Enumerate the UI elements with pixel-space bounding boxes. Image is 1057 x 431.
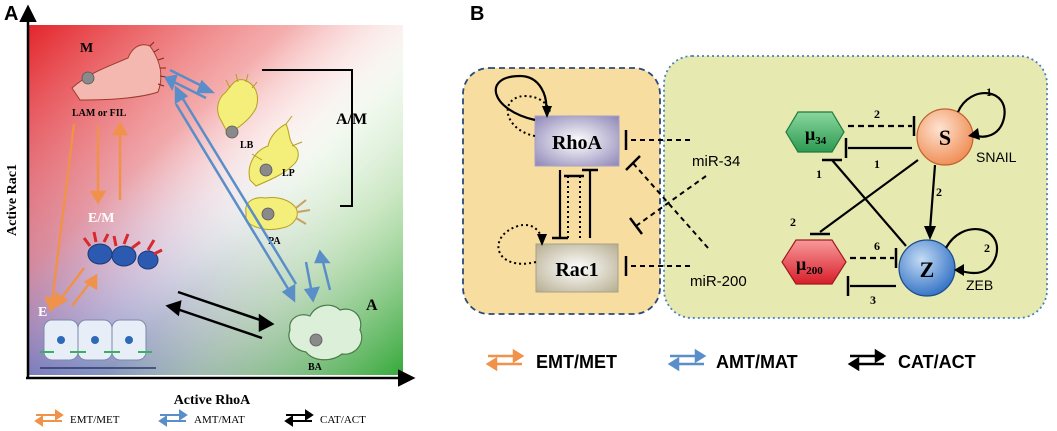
legend-a-cat-label: CAT/ACT [320, 414, 366, 426]
amoeboid-cell [288, 304, 363, 361]
zeb-node [898, 239, 956, 297]
rac1-node-label: Rac1 [555, 259, 598, 281]
legend-b-emt-icon [485, 348, 525, 372]
mu34-to-s-number: 1 [874, 157, 880, 171]
legend-a-cat-icon [284, 409, 314, 427]
rac1-node [535, 243, 619, 293]
rhoa-rac1-mutual-inhibition [552, 168, 598, 240]
snail-to-zeb-activation [928, 164, 937, 231]
z-to-mu34-number: 1 [816, 167, 822, 181]
panel-b-letter: B [470, 3, 484, 25]
state-m-label: M [80, 41, 93, 56]
state-am-label: A/M [336, 111, 367, 128]
lp-cell [248, 115, 303, 187]
state-space-background [28, 25, 403, 375]
state-a-label: A [366, 297, 378, 314]
zeb-self-loop-number: 2 [984, 241, 990, 255]
mu200-to-z-number: 3 [870, 293, 876, 307]
panel-a: A Active RhoA Active Rac1 M LAM or FIL [4, 3, 416, 427]
state-m-sublabel: LAM or FIL [72, 108, 127, 119]
panel-b: B RhoA Rac1 miR-34 miR-200 [462, 3, 1048, 372]
legend-b-amt-icon [667, 348, 707, 372]
s-to-mu200-number: 2 [790, 215, 796, 229]
panel-b-legend: EMT/MET AMT/MAT CAT/ACT [485, 348, 976, 372]
lb-cell [217, 73, 258, 139]
rhoa-self-dotted-loop [506, 94, 551, 137]
snail-label: SNAIL [976, 149, 1017, 165]
mu34-node [785, 111, 845, 153]
panel-a-legend: EMT/MET AMT/MAT CAT/ACT [34, 409, 366, 427]
x-axis-label: Active RhoA [174, 393, 251, 408]
zeb-mu200-edges [846, 248, 898, 296]
legend-b-emt-label: EMT/MET [536, 352, 617, 372]
state-e-label: E [38, 305, 47, 320]
snail-mu34-edges [844, 116, 916, 158]
snail-node-label: S [939, 125, 951, 150]
amt-arrows-m-am [164, 68, 216, 100]
mu200-node-label: μ200 [796, 254, 823, 277]
y-axis-label: Active Rac1 [5, 164, 20, 236]
state-em-label: E/M [88, 211, 114, 226]
rhoa-node [534, 115, 620, 167]
panel-a-letter: A [4, 3, 18, 25]
mu200-node [781, 239, 847, 285]
zeb-label: ZEB [966, 277, 993, 293]
snail-self-loop-number: 1 [986, 85, 992, 99]
mir-to-rho-rac-inhibitions [624, 130, 709, 276]
zeb-node-label: Z [920, 257, 935, 282]
legend-a-amt-icon [158, 409, 188, 427]
state-lp-label: LP [282, 168, 295, 179]
legend-a-amt-label: AMT/MAT [194, 414, 245, 426]
hybrid-em-cells [82, 231, 163, 270]
zeb-to-mu34-inhibition [831, 159, 907, 247]
legend-b-cat-icon [847, 348, 887, 372]
amt-arrows-m-a [174, 85, 298, 303]
emt-arrows-m-em [89, 121, 129, 205]
mir34-label: miR-34 [692, 153, 740, 170]
state-ba-label: BA [308, 362, 323, 373]
rhoa-node-label: RhoA [552, 132, 603, 154]
snail-to-mu200-inhibition [819, 159, 919, 233]
legend-b-amt-label: AMT/MAT [716, 352, 798, 372]
amt-arrows-am-a [303, 249, 332, 303]
zeb-self-loop [945, 228, 999, 275]
mir200-label: miR-200 [690, 273, 747, 290]
legend-a-emt-icon [34, 409, 64, 427]
axes [19, 4, 416, 387]
legend-a-emt-label: EMT/MET [70, 414, 120, 426]
snail-self-loop [956, 91, 1006, 138]
z-to-mu200-number: 6 [874, 239, 880, 253]
s-to-z-number: 2 [936, 185, 942, 199]
cat-arrows-em-a [165, 290, 275, 340]
rac1-self-dotted-loop [497, 224, 543, 265]
state-pa-label: PA [268, 236, 281, 247]
s-to-mu34-number: 2 [874, 107, 880, 121]
am-bracket [262, 69, 353, 207]
legend-b-cat-label: CAT/ACT [898, 352, 976, 372]
emt-arrows-m-e [44, 123, 76, 313]
state-lb-label: LB [240, 140, 254, 151]
epithelial-cells [40, 319, 156, 369]
rhoa-self-activation-loop [494, 74, 548, 122]
mu34-node-label: μ34 [805, 124, 827, 147]
mesenchymal-cell [71, 41, 167, 101]
